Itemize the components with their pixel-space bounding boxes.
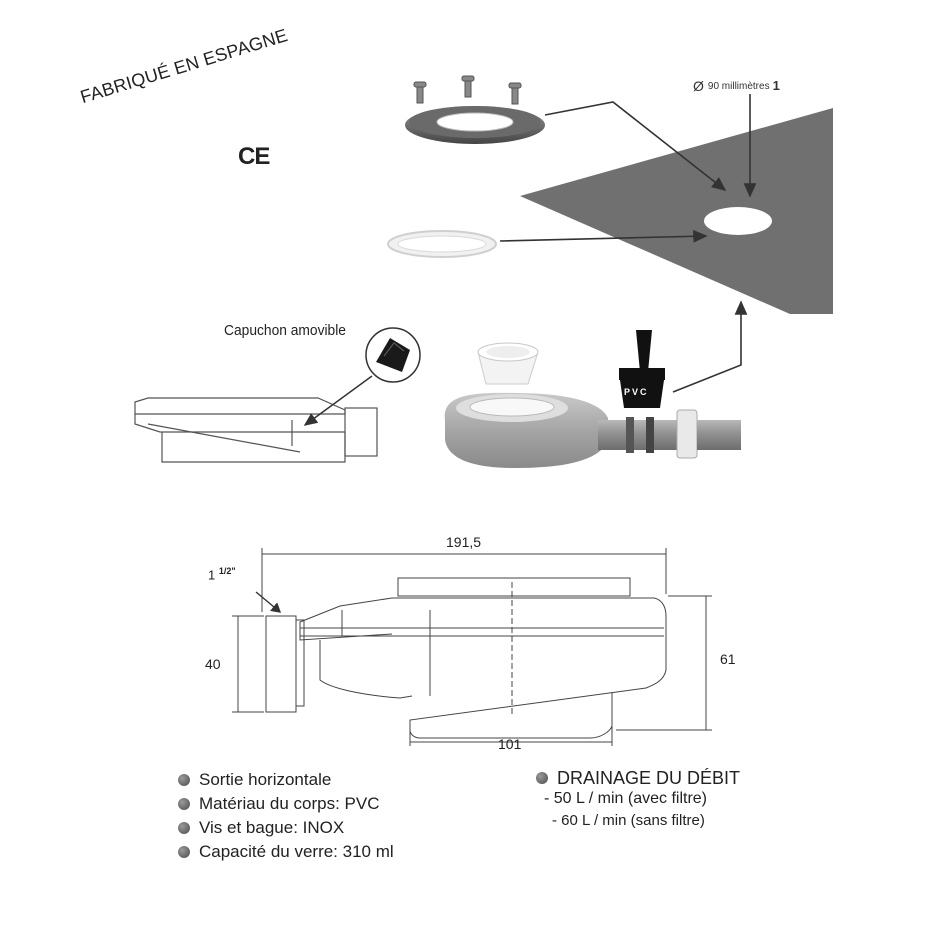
outlet-size-whole: 1 xyxy=(208,567,216,583)
bullet-icon xyxy=(178,798,190,810)
drain-hole xyxy=(704,207,772,235)
cap-callout xyxy=(303,327,421,426)
shower-tray-sheet xyxy=(520,108,833,314)
outlet-height-value: 40 xyxy=(205,656,221,672)
spec-item: Matériau du corps: PVC xyxy=(178,792,394,816)
side-view-sketch xyxy=(134,397,378,463)
ce-mark: CE xyxy=(238,143,270,170)
bullet-icon xyxy=(178,846,190,858)
drainage-title-row: DRAINAGE DU DÉBIT xyxy=(536,766,740,790)
spec-item: Sortie horizontale xyxy=(178,768,394,792)
spec-item: Capacité du verre: 310 ml xyxy=(178,840,394,864)
drainage-title: DRAINAGE DU DÉBIT xyxy=(557,767,741,788)
spec-text: Capacité du verre: 310 ml xyxy=(199,842,394,861)
drain-body xyxy=(444,392,741,468)
cap-label: Capuchon amovible xyxy=(224,322,346,339)
bullet-icon xyxy=(178,774,190,786)
pvc-brush-label: PVC xyxy=(624,387,649,397)
flange-ring xyxy=(405,106,545,144)
bottom-width-value: 101 xyxy=(498,736,522,752)
bullet-icon xyxy=(178,822,190,834)
exploded-view-illustration xyxy=(134,75,833,468)
spec-text: Matériau du corps: PVC xyxy=(199,794,380,813)
filter-cup xyxy=(477,342,539,385)
diameter-symbol: Ø xyxy=(693,78,704,94)
screws xyxy=(413,75,522,105)
drainage-block: DRAINAGE DU DÉBIT - 50 L / min (avec fil… xyxy=(536,766,740,834)
drawing-body xyxy=(392,597,667,739)
bullet-icon xyxy=(536,772,548,784)
gasket-ring xyxy=(387,230,497,258)
spec-list: Sortie horizontale Matériau du corps: PV… xyxy=(178,768,394,864)
spec-item: Vis et bague: INOX xyxy=(178,816,394,840)
diameter-text: 90 millimètres xyxy=(707,81,770,92)
technical-drawing xyxy=(232,548,712,746)
glue-brush-icon xyxy=(619,330,665,408)
outlet-size-label: 1 1/2" xyxy=(208,566,236,582)
diameter-suffix: 1 xyxy=(772,78,780,93)
drainage-line: - 60 L / min (sans filtre) xyxy=(552,812,705,829)
outlet-size-fraction: 1/2" xyxy=(218,566,236,576)
spec-text: Vis et bague: INOX xyxy=(199,818,345,837)
drainage-line: - 50 L / min (avec filtre) xyxy=(544,790,708,807)
drawing-lid xyxy=(397,577,631,597)
drawing-outlet xyxy=(265,615,297,713)
total-length-value: 191,5 xyxy=(446,534,482,550)
spec-text: Sortie horizontale xyxy=(199,770,332,789)
assembly-arrows xyxy=(499,94,757,393)
total-height-value: 61 xyxy=(720,651,736,667)
